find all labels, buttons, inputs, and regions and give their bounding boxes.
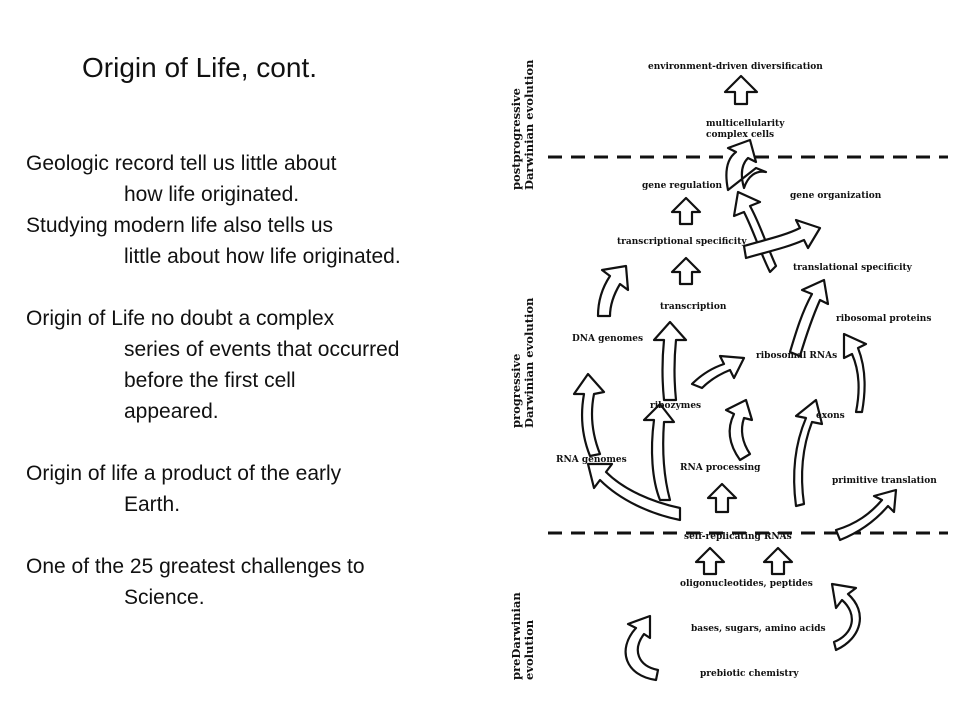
arrow-group [572,74,898,682]
bullet-text: One of the 25 greatest challenges to [26,555,365,578]
arrow-shape [572,372,606,458]
arrow-shape [723,74,759,106]
bullet-continuation: little about how life originated. [124,245,401,268]
slide-title: Origin of Life, cont. [82,52,318,83]
label-rna-genomes: RNA genomes [556,455,627,465]
arrow-shape [642,402,676,502]
bullet-continuation: appeared. [124,400,219,423]
arrow-shape [670,196,702,226]
arrow-shape [706,482,738,514]
arrow-shape [586,462,682,522]
label-self-replicating: self-replicating RNAs [684,532,792,542]
bullet-list: Geologic record tell us little about how… [26,148,496,644]
bullet-item: Origin of life a product of the early Ea… [26,458,496,520]
label-gene-organization: gene organization [790,191,882,201]
side-label-prog-1: progressive [509,353,523,428]
label-primitive-translation: primitive translation [832,476,937,486]
arrow-shape [788,278,830,358]
bullet-item: One of the 25 greatest challenges to Sci… [26,551,496,613]
side-label-post-1: postprogressive [509,88,523,190]
bullet-continuation: Science. [124,586,205,609]
label-oligonucleotides: oligonucleotides, peptides [680,579,813,589]
label-environment-driven: environment-driven diversification [648,62,823,72]
label-ribosomal-proteins: ribosomal proteins [836,314,931,324]
arrow-shape [742,218,822,260]
label-exons: exons [816,411,845,421]
label-transcriptional-specificity: transcriptional specificity [617,237,747,247]
arrow-shape [793,398,824,508]
label-ribozymes: ribozymes [650,401,701,411]
label-rna-processing: RNA processing [680,463,761,473]
arrow-shape [724,398,754,462]
bullet-item: Studying modern life also tells us littl… [26,210,496,272]
side-label-post-2: Darwinian evolution [522,59,536,190]
bullet-continuation: how life originated. [124,183,300,206]
label-multicellularity: multicellularity [706,119,785,129]
arrow-shape [830,582,861,652]
label-bases-sugars: bases, sugars, amino acids [691,624,826,634]
label-ribosomal-rnas: ribosomal RNAs [756,351,837,361]
bullet-text: Studying modern life also tells us [26,214,333,237]
bullet-item: Origin of Life no doubt a complex series… [26,303,496,427]
bullet-text: Origin of Life no doubt a complex [26,307,335,330]
arrow-shape [652,320,688,402]
bullet-text: Origin of life a product of the early [26,462,342,485]
arrow-shape [834,488,898,542]
bullet-continuation: Earth. [124,493,181,516]
label-dna-genomes: DNA genomes [572,334,643,344]
arrow-shape [762,546,794,576]
bullet-continuation: series of events that occurred [124,338,400,361]
label-complex-cells: complex cells [706,130,774,140]
arrow-shape [732,190,778,274]
arrow-shape [842,332,868,414]
label-gene-regulation: gene regulation [642,181,723,191]
label-prebiotic-chemistry: prebiotic chemistry [700,669,799,679]
bullet-text: Geologic record tell us little about [26,152,337,175]
arrow-shape [690,354,746,390]
arrow-shape [694,546,726,576]
arrow-shape [670,256,702,286]
side-label-pre-1: preDarwinian [509,592,523,680]
label-transcription: transcription [660,302,727,312]
bullet-item: Geologic record tell us little about how… [26,148,496,210]
side-label-prog-2: Darwinian evolution [522,297,536,428]
arrow-shape [624,614,660,682]
side-label-pre-2: evolution [522,619,536,680]
arrow-shape [596,264,630,318]
label-translational-specificity: translational specificity [793,263,913,273]
arrow-shape [725,138,768,192]
bullet-continuation: before the first cell [124,369,296,392]
